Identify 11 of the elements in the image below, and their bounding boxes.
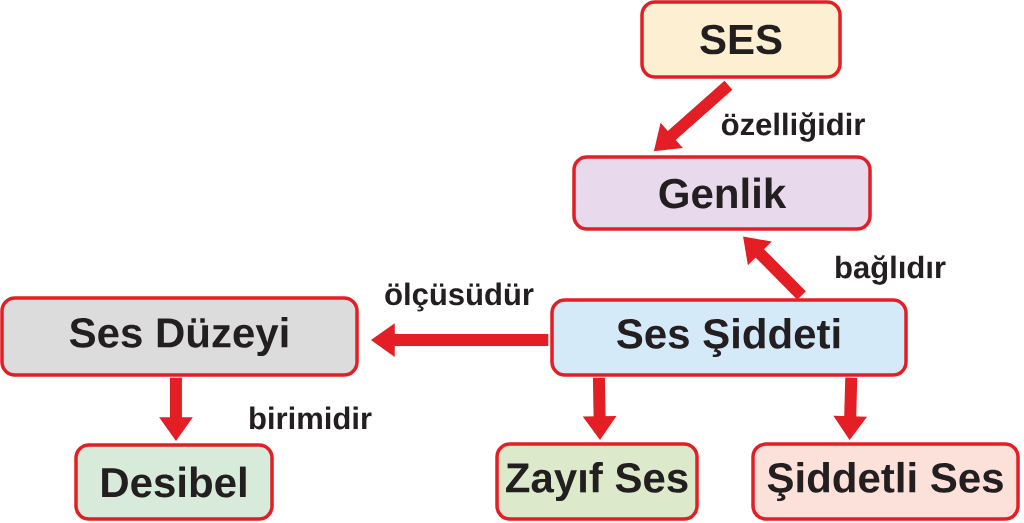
edge-label: özelliğidir (719, 111, 867, 143)
concept-box: Şiddetli Ses (751, 442, 1020, 521)
concept-box: Ses Şiddeti (550, 298, 908, 377)
concept-box: Ses Düzeyi (0, 296, 359, 377)
edge-label: birimidir (247, 405, 373, 431)
concept-box: Desibel (74, 443, 274, 521)
concept-box: Zayıf Ses (495, 442, 699, 521)
edge-label: bağlıdır (833, 254, 947, 286)
edge-label: ölçüsüdür (383, 281, 535, 313)
concept-box: SES (640, 0, 842, 79)
concept-box: Genlik (572, 155, 872, 231)
